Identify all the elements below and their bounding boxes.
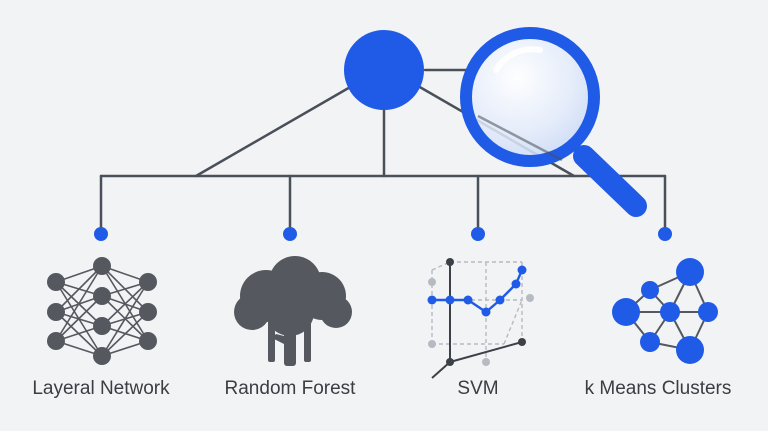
root-node bbox=[344, 30, 424, 110]
branch-dots bbox=[94, 227, 672, 241]
branch-dot-4 bbox=[658, 227, 672, 241]
branch-label-k-means: k Means Clusters bbox=[584, 378, 732, 399]
branch-dot-2 bbox=[283, 227, 297, 241]
branch-label-svm: SVM bbox=[457, 378, 499, 399]
svm-plot-icon bbox=[427, 258, 534, 379]
cluster-graph-icon bbox=[612, 258, 718, 364]
branch-label-neural-network: Layeral Network bbox=[32, 378, 170, 399]
branch-label-random-forest: Random Forest bbox=[224, 378, 356, 399]
root-to-left-line bbox=[194, 84, 354, 178]
magnifying-glass-icon bbox=[460, 27, 647, 217]
neural-network-icon bbox=[47, 257, 157, 365]
branch-dot-3 bbox=[471, 227, 485, 241]
branch-dot-1 bbox=[94, 227, 108, 241]
tree-icon bbox=[234, 256, 352, 366]
